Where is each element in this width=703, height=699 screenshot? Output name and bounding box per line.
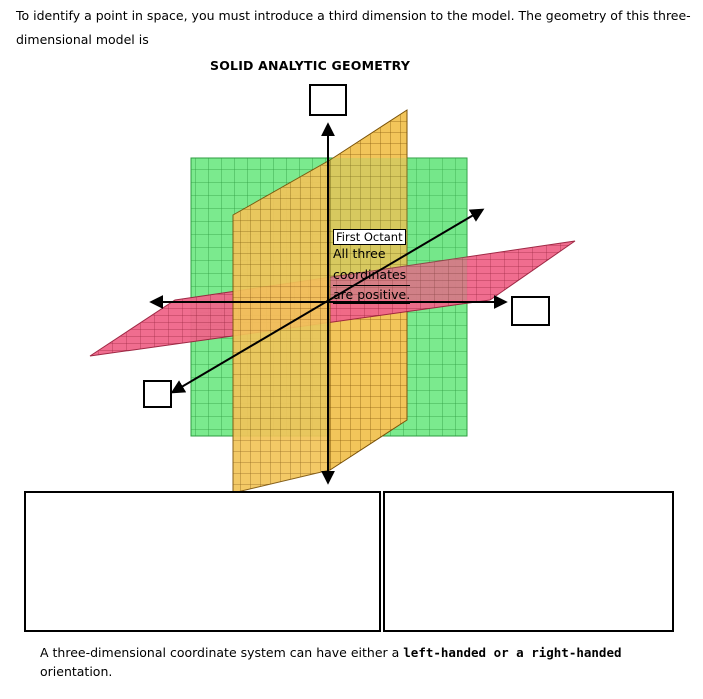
first-octant-line-2: coordinates [333, 267, 407, 282]
y-axis-diagonal [170, 208, 485, 394]
intro-paragraph: To identify a point in space, you must i… [16, 8, 691, 47]
first-octant-note: First Octant All three coordinates are p… [333, 226, 411, 304]
z-axis-label-box[interactable] [309, 84, 347, 116]
answer-box-left[interactable] [24, 491, 381, 632]
first-octant-line-1: All three [333, 246, 386, 261]
x-axis-label-box[interactable] [511, 296, 550, 326]
answer-box-right[interactable] [383, 491, 674, 632]
coordinate-planes-diagram [89, 109, 576, 494]
first-octant-title: First Octant [333, 229, 406, 245]
closing-paragraph: A three-dimensional coordinate system ca… [40, 643, 680, 681]
closing-prefix: A three-dimensional coordinate system ca… [40, 645, 404, 660]
first-octant-line-3: are positive. [333, 285, 411, 304]
closing-suffix: orientation. [40, 664, 113, 679]
closing-bold: left-handed or a right-handed [403, 645, 622, 660]
section-heading: SOLID ANALYTIC GEOMETRY [210, 58, 411, 73]
y-axis-label-box[interactable] [143, 380, 172, 408]
yz-plane-front [232, 159, 331, 494]
